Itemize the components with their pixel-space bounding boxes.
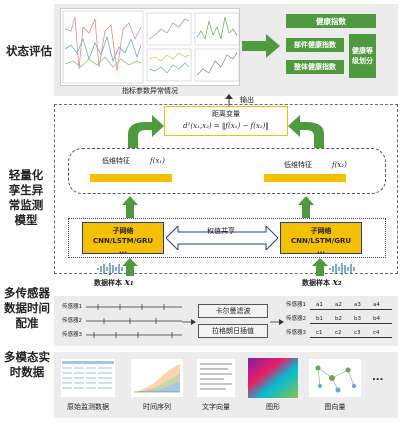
subnet-right-title: 子网络 [310,227,332,235]
textvec-thumbnail [196,358,236,398]
graphic-caption: 图形 [266,403,280,411]
aligned-sensor-line [310,323,392,324]
distance-formula: d²(x₁,x₂) = ‖f(x₁) − f(x₂)‖ [183,122,269,130]
subnet-left: 子网络 CNN/LSTM/GRU ... [82,222,164,255]
align-out-arrow [270,319,284,325]
lagrange-box: 拉格朗日插值 [198,324,268,338]
health-index-box: 健康指数 [286,14,376,28]
aligned-cell: b3 [354,316,361,322]
aligned-cell: a3 [354,302,361,308]
distance-box: 距离变量 d²(x₁,x₂) = ‖f(x₁) − f(x₂)‖ [164,106,288,136]
anomaly-plots-svg [62,10,240,84]
sample-right-up-arrow [312,258,328,276]
subnet-right-types: CNN/LSTM/GRU [290,237,352,245]
aligned-sensor-label: 传感器2 [286,316,306,322]
aligned-cell: a2 [335,302,342,308]
subnet-right-up-arrow [298,196,314,218]
aligned-cell: c1 [316,330,323,336]
textvec-caption: 文字向量 [202,403,230,411]
aligned-cell: a4 [373,302,380,308]
aligned-sensor-table: 传感器1 a1 a2 a3 a4 传感器2 b1 b2 b3 b4 传感器3 c1 c2 c3 c4 [286,300,394,344]
f-x1-label: f(x₁) [150,157,165,165]
feature-bar-right [264,174,346,182]
sample-left-label: 数据样本 x₁ [94,278,134,288]
aligned-sensor-line [310,309,392,310]
aligned-cell: b4 [373,316,380,322]
weight-share-arrow [166,226,278,250]
subnet-right: 子网络 CNN/LSTM/GRU ... [280,222,362,255]
sample-right-label: 数据样本 x₂ [302,278,342,288]
raw-data-caption: 原始监测数据 [67,403,109,411]
section-label-align-text: 多传感器数据时间配准 [4,286,50,330]
section-label-align: 多传感器数据时间配准 [4,286,50,331]
part-health-box: 部件健康指数 [286,38,344,52]
left-sensor-row-1: 传感器1 [62,304,82,310]
sample-left-var: x₁ [124,278,134,288]
subnet-right-ellipsis: ... [317,247,325,255]
aligned-sensor-label: 传感器1 [286,302,306,308]
anomaly-plots-caption: 指标参数异常情况 [122,87,178,95]
waveform-left-icon [97,263,123,275]
graphvec-caption: 图向量 [324,403,346,411]
right-curve-arrow [288,115,324,148]
section-label-multimodal: 多模态实时数据 [4,350,50,380]
aligned-cell: c3 [354,330,361,336]
f-x2-label: f(x₂) [332,161,347,169]
left-curve-arrow [128,115,164,148]
output-label: 输出 [240,96,254,104]
section-label-model: 轻量化孪生异常监测模型 [4,168,48,228]
aligned-cell: a1 [316,302,323,308]
section-label-multimodal-text: 多模态实时数据 [4,350,50,379]
weight-share-label: 权值共享 [207,227,235,235]
subnet-left-title: 子网络 [112,227,134,235]
left-sensor-row-2: 传感器2 [62,318,82,324]
subnet-left-types: CNN/LSTM/GRU [92,237,154,245]
raw-data-thumbnail [60,358,116,398]
sample-left-text: 数据样本 [94,279,122,287]
model-outer-frame [54,104,398,274]
aligned-cell: c4 [373,330,380,336]
feature-frame [68,148,386,194]
sample-right-text: 数据样本 [302,279,330,287]
subnet-frame [68,218,386,258]
low-feat-left-label: 低维特征 [102,157,130,165]
whole-health-box: 整体健康指数 [286,60,344,74]
section-label-state: 状态评估 [6,44,52,58]
aligned-sensor-line [310,337,392,338]
graphic-thumbnail [248,358,298,398]
timeseries-thumbnail [130,358,184,398]
sample-left-up-arrow [122,258,138,276]
health-level-box: 健康等级划分 [349,34,376,78]
feature-bar-left [90,174,172,182]
aligned-cell: c2 [335,330,342,336]
sample-right-var: x₂ [332,278,342,288]
kalman-box: 卡尔曼滤波 [198,304,268,318]
aligned-cell: b1 [316,316,323,322]
more-modalities: ... [372,372,384,383]
subnet-left-up-arrow [122,196,138,218]
aligned-cell: b2 [335,316,342,322]
aligned-sensor-label: 传感器3 [286,330,306,336]
subnet-left-ellipsis: ... [119,247,127,255]
anomaly-plots [60,8,240,86]
left-sensor-lines [86,304,182,338]
low-feat-right-label: 低维特征 [284,161,312,169]
graphvec-thumbnail [308,358,362,398]
align-in-arrow [182,319,196,325]
distance-title: 距离变量 [212,110,240,118]
left-sensor-row-3: 传感器3 [62,332,82,338]
section-label-model-text: 轻量化孪生异常监测模型 [8,168,44,227]
waveform-right-icon [329,263,355,275]
timeseries-caption: 时间序列 [143,403,171,411]
plots-to-health-arrow [242,34,280,58]
